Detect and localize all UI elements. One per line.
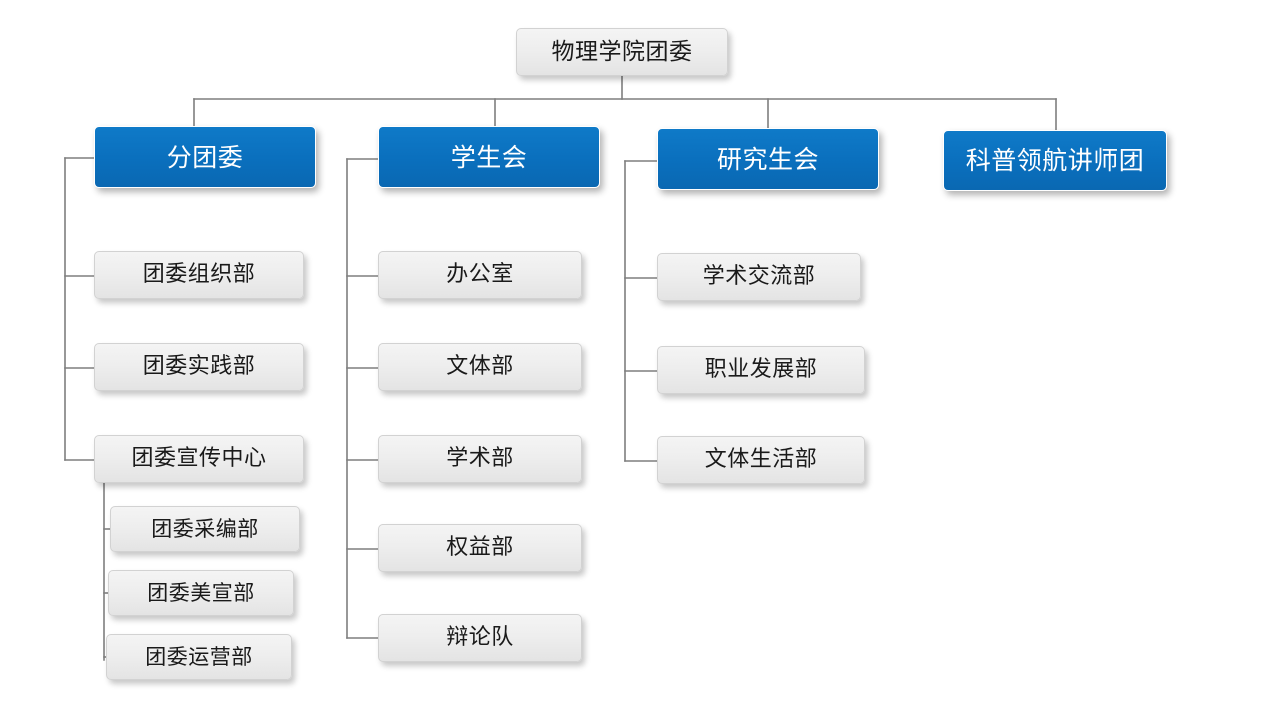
unit-node-label: 研究生会: [716, 144, 819, 174]
unit-node-2[interactable]: 学生会: [378, 126, 600, 188]
department-node-label: 团委运营部: [145, 644, 253, 669]
department-node-14[interactable]: 文体生活部: [657, 436, 865, 484]
department-node-1[interactable]: 团委组织部: [94, 251, 304, 299]
unit-node-label: 学生会: [450, 142, 528, 172]
department-node-11[interactable]: 辩论队: [378, 614, 582, 662]
department-node-3[interactable]: 团委宣传中心: [94, 435, 304, 483]
department-node-label: 权益部: [446, 535, 514, 560]
department-node-label: 学术部: [446, 446, 514, 471]
department-node-label: 辩论队: [446, 625, 514, 650]
department-node-7[interactable]: 办公室: [378, 251, 582, 299]
unit-node-4[interactable]: 科普领航讲师团: [943, 130, 1167, 191]
department-node-label: 团委组织部: [142, 262, 256, 287]
root-node-label: 物理学院团委: [551, 38, 693, 65]
department-node-10[interactable]: 权益部: [378, 524, 582, 572]
unit-node-label: 科普领航讲师团: [965, 146, 1145, 175]
root-node-1[interactable]: 物理学院团委: [516, 28, 728, 76]
unit-node-label: 分团委: [166, 142, 244, 172]
department-node-label: 团委实践部: [142, 354, 256, 379]
unit-node-1[interactable]: 分团委: [94, 126, 316, 188]
department-node-13[interactable]: 职业发展部: [657, 346, 865, 394]
department-node-label: 文体生活部: [704, 447, 818, 472]
department-node-12[interactable]: 学术交流部: [657, 253, 861, 301]
department-node-label: 文体部: [446, 354, 514, 379]
department-node-label: 职业发展部: [704, 357, 818, 382]
department-node-8[interactable]: 文体部: [378, 343, 582, 391]
department-node-label: 团委采编部: [151, 516, 259, 541]
department-node-5[interactable]: 团委美宣部: [108, 570, 294, 616]
unit-node-3[interactable]: 研究生会: [657, 128, 879, 190]
department-node-2[interactable]: 团委实践部: [94, 343, 304, 391]
department-node-label: 团委宣传中心: [131, 446, 267, 471]
department-node-label: 学术交流部: [702, 264, 816, 289]
department-node-6[interactable]: 团委运营部: [106, 634, 292, 680]
department-node-4[interactable]: 团委采编部: [110, 506, 300, 552]
department-node-label: 团委美宣部: [147, 580, 255, 605]
department-node-9[interactable]: 学术部: [378, 435, 582, 483]
department-node-label: 办公室: [446, 262, 514, 287]
